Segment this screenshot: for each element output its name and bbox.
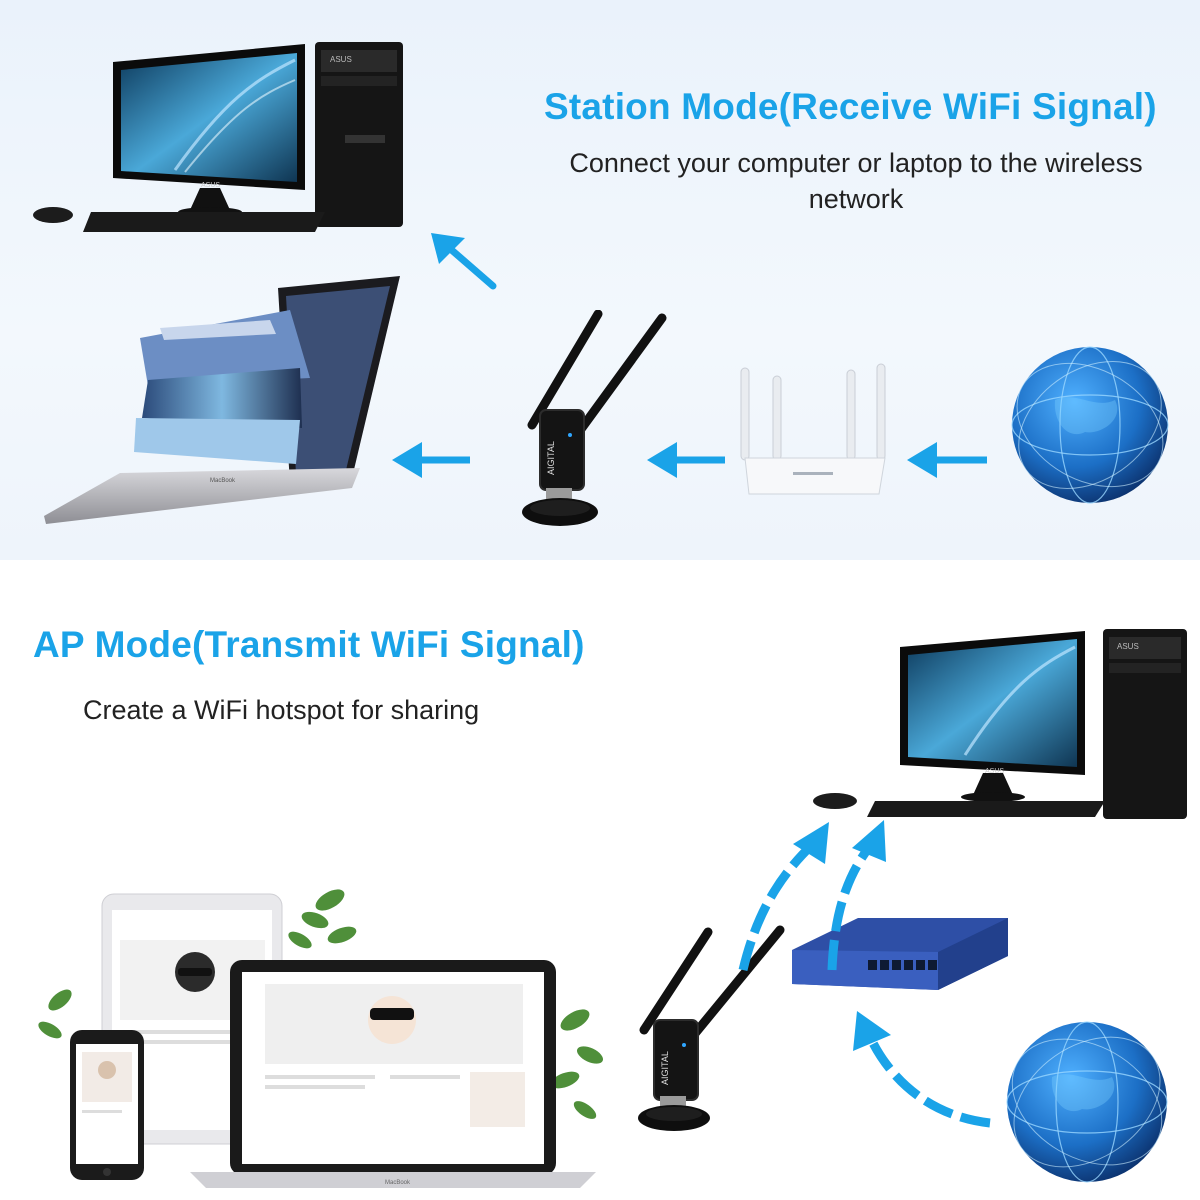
ap-monitor-logo: ASUS	[985, 768, 1004, 775]
globe-icon	[1005, 340, 1175, 510]
macbook-logo: MacBook	[385, 1180, 411, 1186]
monitor-logo: ASUS	[201, 182, 220, 189]
laptop-icon: MacBook	[40, 268, 410, 530]
devices-group-icon: MacBook	[30, 880, 620, 1200]
ap-usb-wifi-adapter-icon: AIGITAL	[630, 920, 795, 1140]
arrow-to-laptop-icon	[390, 440, 472, 480]
router-icon	[735, 362, 895, 500]
ap-tower-logo: ASUS	[1117, 642, 1139, 651]
station-mode-subtitle: Connect your computer or laptop to the w…	[569, 148, 1143, 214]
laptop-logo: MacBook	[210, 478, 236, 484]
adapter-logo: AIGITAL	[546, 441, 556, 475]
arrow-to-desktop-icon	[425, 228, 500, 293]
ap-adapter-logo: AIGITAL	[660, 1051, 670, 1085]
station-mode-panel: Station Mode(Receive WiFi Signal) Connec…	[0, 0, 1200, 560]
arrow-to-adapter-icon	[645, 440, 727, 480]
desktop-computer-icon: ASUS ASUS	[25, 40, 410, 240]
station-mode-title: Station Mode(Receive WiFi Signal)	[544, 86, 1157, 127]
tower-logo: ASUS	[330, 55, 352, 64]
ap-globe-icon	[1000, 1015, 1175, 1190]
ap-desktop-computer-icon: ASUS ASUS	[805, 625, 1190, 825]
arrow-switch-to-desktop-icon	[822, 810, 892, 975]
arrow-globe-to-switch-icon	[845, 1005, 995, 1135]
network-switch-icon	[788, 910, 1013, 1000]
ap-mode-panel: AP Mode(Transmit WiFi Signal) Create a W…	[0, 560, 1200, 1200]
arrow-to-router-icon	[905, 440, 989, 480]
usb-wifi-adapter-icon: AIGITAL	[510, 310, 675, 532]
arrow-adapter-to-desktop-icon	[735, 810, 835, 975]
ap-mode-title: AP Mode(Transmit WiFi Signal)	[33, 624, 585, 665]
ap-mode-subtitle: Create a WiFi hotspot for sharing	[83, 695, 480, 725]
